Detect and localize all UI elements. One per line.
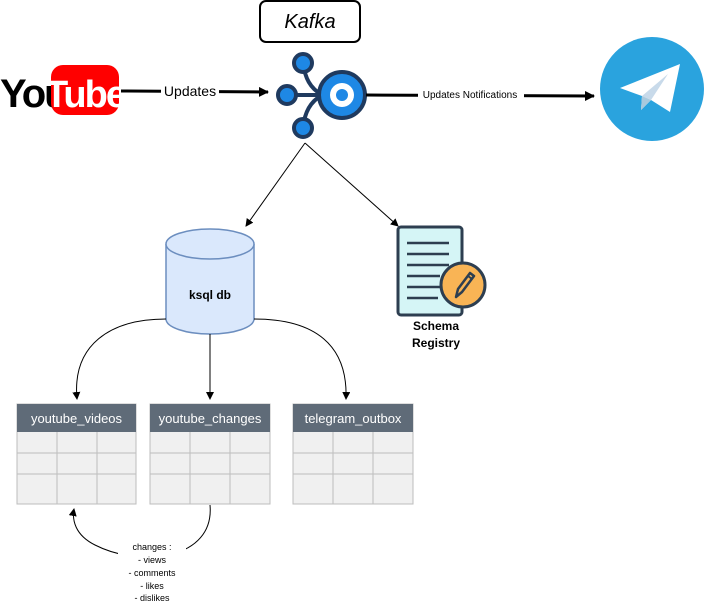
youtube-logo: You Tube: [0, 65, 128, 116]
table-header: [17, 404, 136, 432]
changes-note-item: - comments: [128, 568, 176, 578]
kafka-title-box: Kafka: [259, 0, 361, 43]
edge-kafka-to-schema-registry: [304, 142, 399, 227]
youtube-logo-red-box: [51, 65, 119, 115]
edge-ksqldb-to-telegram-outbox: [253, 318, 351, 400]
edge-kafka-to-ksqldb: [245, 142, 306, 227]
changes-note-title: changes :: [132, 542, 171, 552]
changes-note: changes : - views - comments - likes - d…: [118, 540, 186, 606]
kafka-icon: [276, 52, 367, 139]
table-title: youtube_videos: [31, 411, 123, 426]
table-title: telegram_outbox: [305, 411, 402, 426]
ksqldb-label: ksql db: [189, 288, 231, 302]
telegram-logo: [600, 37, 704, 141]
changes-note-item: - likes: [140, 581, 164, 591]
ksqldb-cylinder: ksql db: [165, 228, 255, 335]
schema-registry-label-line2: Registry: [412, 336, 460, 350]
schema-registry-icon: [396, 225, 487, 317]
changes-note-item: - views: [138, 555, 167, 565]
youtube-logo-tube: Tube: [45, 74, 126, 116]
edge-updates-notifications-label: Updates Notifications: [423, 90, 518, 101]
table-youtube-videos: youtube_videos: [16, 403, 137, 505]
edge-updates-label: Updates: [164, 83, 216, 99]
table-title: youtube_changes: [159, 411, 262, 426]
changes-note-item: - dislikes: [134, 593, 170, 603]
edge-updates-notifications: Updates Notifications: [365, 87, 595, 101]
table-header: [293, 404, 413, 432]
table-header: [150, 404, 270, 432]
kafka-title: Kafka: [284, 11, 335, 33]
edge-changes-to-videos: [68, 504, 211, 558]
table-youtube-changes: youtube_changes: [149, 403, 271, 505]
table-telegram-outbox: telegram_outbox: [292, 403, 414, 505]
schema-registry-label-line1: Schema: [413, 319, 459, 333]
edge-ksqldb-to-youtube-videos: [72, 318, 167, 400]
edge-updates: Updates: [120, 82, 269, 100]
